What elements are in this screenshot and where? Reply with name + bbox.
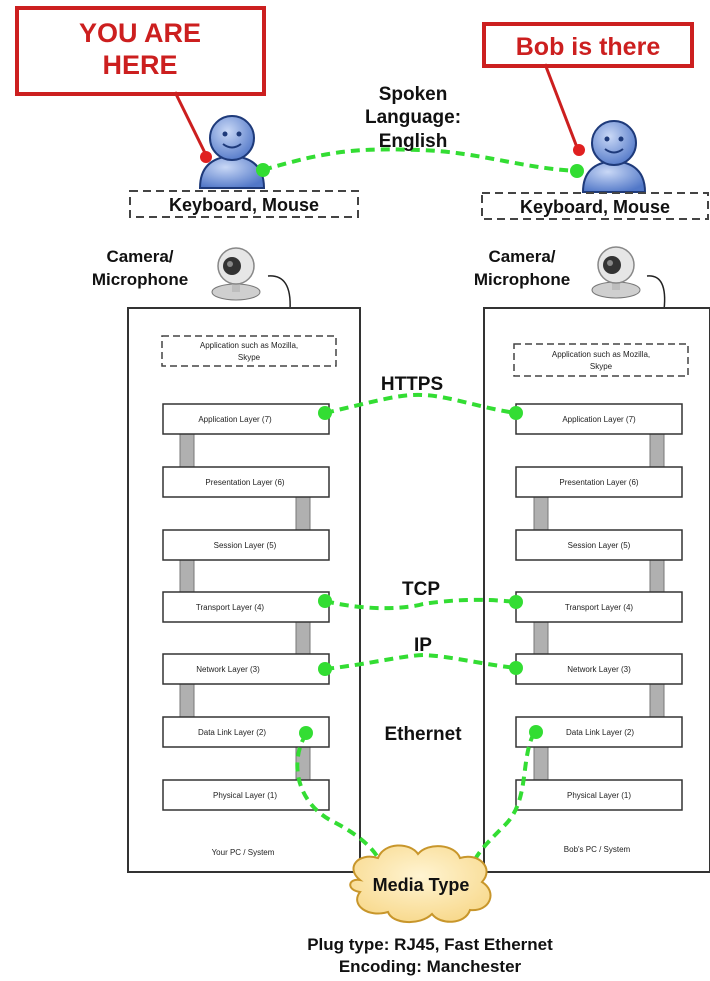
right-layer-box-6	[515, 466, 683, 498]
left-layer-box-6	[162, 466, 330, 498]
spoken-line1: Spoken	[379, 84, 448, 105]
you-are-here-line2: HERE	[102, 50, 177, 80]
left-layer-box-4	[162, 591, 330, 623]
ethernet-label: Ethernet	[384, 724, 462, 745]
bob-is-there-callout: Bob is there	[482, 22, 694, 151]
protocol-link-dots	[299, 406, 543, 740]
left-layer-stack: Application Layer (7) Presentation Layer…	[162, 403, 330, 811]
media-type-label: Media Type	[373, 875, 470, 895]
left-layer-label-5: Session Layer (5)	[214, 541, 277, 550]
plug-type-text: Plug type: RJ45, Fast Ethernet	[307, 935, 553, 954]
https-label: HTTPS	[381, 374, 443, 395]
left-layer-box-1	[162, 779, 330, 811]
right-layer-stack: Application Layer (7) Presentation Layer…	[515, 403, 683, 811]
bob-pc-label: Bob's PC / System	[564, 845, 631, 854]
tcp-label: TCP	[402, 579, 440, 600]
camera-left-line2: Microphone	[92, 270, 188, 289]
left-layer-label-6: Presentation Layer (6)	[205, 478, 284, 487]
encoding-text: Encoding: Manchester	[339, 957, 522, 976]
you-are-here-callout: YOU ARE HERE	[15, 6, 266, 158]
left-layer-box-5	[162, 529, 330, 561]
bob-pc-system-box	[483, 307, 710, 873]
application-box-right	[513, 343, 689, 377]
left-layer-label-2: Data Link Layer (2)	[198, 728, 266, 737]
right-layer-box-7	[515, 403, 683, 435]
right-layer-label-1: Physical Layer (1)	[567, 791, 631, 800]
keyboard-mouse-label-left: Keyboard, Mouse	[169, 195, 319, 215]
application-box-left	[161, 335, 337, 367]
application-left-line2: Skype	[238, 353, 261, 362]
right-layer-label-7: Application Layer (7)	[562, 415, 636, 424]
ethernet-right-link	[468, 732, 536, 881]
left-layer-box-7	[162, 403, 330, 435]
right-layer-label-3: Network Layer (3)	[567, 665, 631, 674]
left-layer-box-3	[162, 653, 330, 685]
keyboard-mouse-box-right	[481, 192, 709, 220]
webcam-left-icon	[211, 247, 291, 311]
application-right-line1: Application such as Mozilla,	[552, 350, 650, 359]
camera-right-line2: Microphone	[474, 270, 570, 289]
spoken-line2: Language:	[365, 107, 461, 128]
ip-link	[324, 652, 517, 671]
ip-label: IP	[414, 635, 432, 656]
right-layer-label-5: Session Layer (5)	[568, 541, 631, 550]
tcp-link	[324, 597, 517, 611]
left-layer-label-3: Network Layer (3)	[196, 665, 260, 674]
right-layer-connectors	[533, 432, 665, 782]
camera-left-line1: Camera/	[106, 247, 173, 266]
left-layer-label-1: Physical Layer (1)	[213, 791, 277, 800]
right-layer-box-3	[515, 653, 683, 685]
your-pc-label: Your PC / System	[212, 848, 275, 857]
application-left-line1: Application such as Mozilla,	[200, 341, 298, 350]
bob-callout-pointer-dot	[573, 144, 585, 156]
camera-right-line1: Camera/	[488, 247, 555, 266]
media-type-cloud	[349, 844, 492, 923]
spoken-line3: English	[379, 131, 448, 152]
right-layer-label-2: Data Link Layer (2)	[566, 728, 634, 737]
webcam-right-icon	[591, 246, 666, 311]
right-layer-label-6: Presentation Layer (6)	[559, 478, 638, 487]
your-pc-system-box	[127, 307, 361, 873]
spoken-language-link	[262, 147, 578, 173]
right-layer-box-2	[515, 716, 683, 748]
right-layer-box-1	[515, 779, 683, 811]
right-layer-box-5	[515, 529, 683, 561]
keyboard-mouse-box-left	[129, 190, 359, 218]
right-layer-label-4: Transport Layer (4)	[565, 603, 634, 612]
bob-is-there-label: Bob is there	[516, 33, 661, 61]
bob-person-icon	[581, 120, 647, 193]
you-are-here-line1: YOU ARE	[79, 18, 201, 48]
keyboard-mouse-label-right: Keyboard, Mouse	[520, 197, 670, 217]
you-person-icon	[198, 115, 266, 189]
application-right-line2: Skype	[590, 362, 613, 371]
left-layer-label-7: Application Layer (7)	[198, 415, 272, 424]
you-callout-pointer-dot	[200, 151, 212, 163]
left-layer-label-4: Transport Layer (4)	[196, 603, 265, 612]
